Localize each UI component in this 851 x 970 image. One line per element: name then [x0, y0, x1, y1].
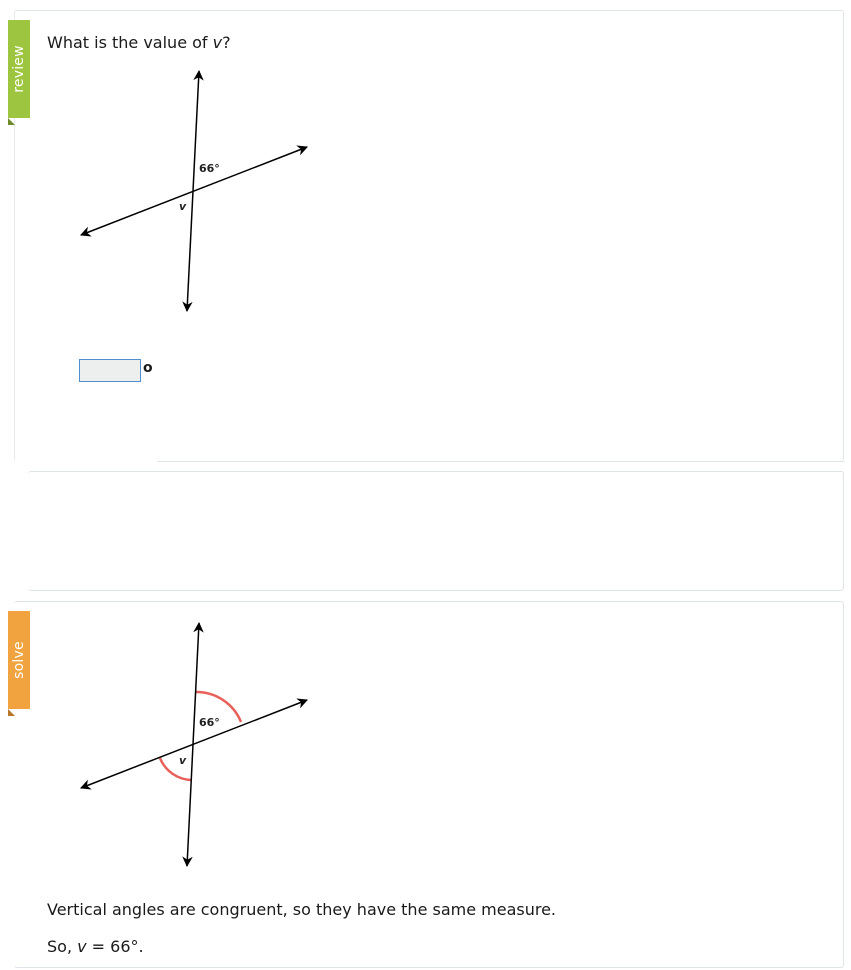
- review-tab[interactable]: review: [8, 20, 30, 125]
- solution-conclusion: So, v = 66°.: [47, 937, 144, 956]
- angle-v-label: v: [179, 200, 187, 213]
- solution-angle-v-label: v: [179, 754, 187, 767]
- answer-input[interactable]: [79, 359, 141, 382]
- solution-explanation: Vertical angles are congruent, so they h…: [47, 900, 557, 919]
- blank-panel: [28, 471, 844, 591]
- crossing-line: [80, 145, 308, 237]
- solve-tab[interactable]: solve: [8, 611, 30, 716]
- solution-figure: 66° v: [80, 621, 308, 868]
- question-figure: 66° v: [80, 69, 308, 313]
- arc-v: [158, 757, 193, 782]
- solution-angle-66-label: 66°: [199, 716, 220, 729]
- degree-symbol: o: [143, 360, 153, 376]
- solution-crossing-line: [80, 698, 308, 790]
- question-text: What is the value of v?: [47, 33, 231, 52]
- angle-66-label: 66°: [199, 162, 220, 175]
